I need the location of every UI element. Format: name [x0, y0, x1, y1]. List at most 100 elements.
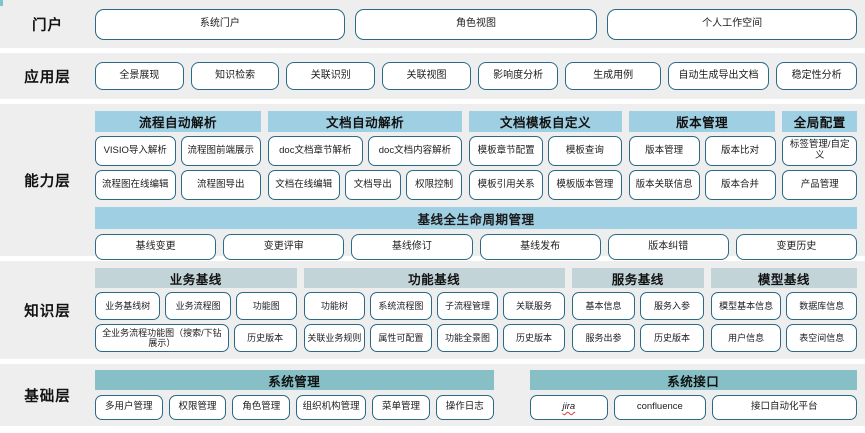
layer-body-application: 全景展现知识检索关联识别关联视图影响度分析生成用例自动生成导出文档稳定性分析	[95, 62, 865, 90]
capability-group-全局配置: 全局配置标签管理/自定义产品管理	[782, 111, 858, 200]
capability-item-row: 文档在线编辑文档导出权限控制	[268, 170, 463, 200]
layer-body-portal: 系统门户 角色视图 个人工作空间	[95, 8, 865, 40]
base-item-操作日志[interactable]: 操作日志	[435, 395, 494, 420]
layer-band-knowledge: 知识层 业务基线业务基线树业务流程图功能图全业务流程功能图（搜索/下钻展示）历史…	[0, 261, 865, 359]
capability-item-模板章节配置[interactable]: 模板章节配置	[469, 136, 543, 166]
application-item-自动生成导出文档[interactable]: 自动生成导出文档	[667, 62, 770, 90]
knowledge-group-title: 服务基线	[571, 268, 704, 288]
capability-item-row: 模板章节配置模板查询	[469, 136, 622, 166]
capability-item-row: 产品管理	[782, 170, 858, 200]
application-item-关联识别[interactable]: 关联识别	[286, 62, 376, 90]
base-item-多用户管理[interactable]: 多用户管理	[95, 395, 163, 420]
knowledge-item-服务入参[interactable]: 服务入参	[640, 292, 704, 320]
layer-band-portal: 门户 系统门户 角色视图 个人工作空间	[0, 0, 865, 48]
capability-item-模板查询[interactable]: 模板查询	[547, 136, 622, 166]
capability-item-流程图导出[interactable]: 流程图导出	[180, 170, 261, 200]
knowledge-item-系统流程图[interactable]: 系统流程图	[370, 292, 432, 320]
knowledge-item-全业务流程功能图-搜索-下钻展示-[interactable]: 全业务流程功能图（搜索/下钻展示）	[95, 324, 229, 352]
capability-item-doc文档内容解析[interactable]: doc文档内容解析	[367, 136, 463, 166]
application-item-全景展现[interactable]: 全景展现	[95, 62, 184, 90]
capability-item-row: VISIO导入解析流程图前端展示	[95, 136, 261, 166]
capability-item-产品管理[interactable]: 产品管理	[782, 170, 858, 200]
capability-item-文档导出[interactable]: 文档导出	[344, 170, 401, 200]
knowledge-item-历史版本[interactable]: 历史版本	[503, 324, 565, 352]
baseline-lifecycle-item-基线发布[interactable]: 基线发布	[479, 234, 601, 260]
capability-group-title: 版本管理	[628, 111, 776, 132]
application-item-影响度分析[interactable]: 影响度分析	[477, 62, 559, 90]
knowledge-item-用户信息[interactable]: 用户信息	[710, 324, 782, 352]
knowledge-item-row: 功能树系统流程图子流程管理关联服务	[303, 292, 565, 320]
baseline-lifecycle-item-变更评审[interactable]: 变更评审	[223, 234, 345, 260]
application-item-关联视图[interactable]: 关联视图	[382, 62, 471, 90]
capability-item-版本关联信息[interactable]: 版本关联信息	[628, 170, 700, 200]
knowledge-item-业务基线树[interactable]: 业务基线树	[95, 292, 161, 320]
knowledge-item-功能全景图[interactable]: 功能全景图	[436, 324, 499, 352]
base-item-接口自动化平台[interactable]: 接口自动化平台	[711, 395, 857, 420]
base-item-row: 多用户管理权限管理角色管理组织机构管理菜单管理操作日志	[95, 395, 494, 420]
knowledge-item-关联服务[interactable]: 关联服务	[503, 292, 565, 320]
capability-item-权限控制[interactable]: 权限控制	[405, 170, 463, 200]
knowledge-item-关联业务规则[interactable]: 关联业务规则	[303, 324, 366, 352]
knowledge-item-模型基本信息[interactable]: 模型基本信息	[710, 292, 782, 320]
portal-item-system-portal[interactable]: 系统门户	[95, 8, 345, 40]
baseline-lifecycle-item-基线修订[interactable]: 基线修订	[351, 234, 473, 260]
knowledge-item-row: 服务出参历史版本	[571, 324, 704, 352]
base-item-菜单管理[interactable]: 菜单管理	[372, 395, 430, 420]
knowledge-item-表空间信息[interactable]: 表空间信息	[786, 324, 858, 352]
portal-item-role-view[interactable]: 角色视图	[354, 8, 598, 40]
knowledge-item-row: 业务基线树业务流程图功能图	[95, 292, 297, 320]
capability-item-模板引用关系[interactable]: 模板引用关系	[469, 170, 543, 200]
capability-item-版本管理[interactable]: 版本管理	[628, 136, 700, 166]
baseline-lifecycle-item-基线变更[interactable]: 基线变更	[95, 234, 217, 260]
base-item-角色管理[interactable]: 角色管理	[232, 395, 291, 420]
knowledge-group-功能基线: 功能基线功能树系统流程图子流程管理关联服务关联业务规则属性可配置功能全景图历史版…	[303, 268, 565, 352]
knowledge-item-业务流程图[interactable]: 业务流程图	[165, 292, 231, 320]
capability-item-row: 流程图在线编辑流程图导出	[95, 170, 261, 200]
capability-item-文档在线编辑[interactable]: 文档在线编辑	[268, 170, 340, 200]
knowledge-item-数据库信息[interactable]: 数据库信息	[786, 292, 858, 320]
knowledge-group-title: 模型基线	[710, 268, 858, 288]
capability-item-流程图在线编辑[interactable]: 流程图在线编辑	[95, 170, 176, 200]
knowledge-item-子流程管理[interactable]: 子流程管理	[436, 292, 499, 320]
application-item-生成用例[interactable]: 生成用例	[565, 62, 661, 90]
capability-item-版本合并[interactable]: 版本合并	[704, 170, 776, 200]
baseline-lifecycle-item-版本纠错[interactable]: 版本纠错	[607, 234, 729, 260]
capability-item-模板版本管理[interactable]: 模板版本管理	[547, 170, 622, 200]
capability-item-VISIO导入解析[interactable]: VISIO导入解析	[95, 136, 176, 166]
capability-item-标签管理-自定义[interactable]: 标签管理/自定义	[782, 136, 858, 166]
application-item-知识检索[interactable]: 知识检索	[190, 62, 280, 90]
knowledge-group-业务基线: 业务基线业务基线树业务流程图功能图全业务流程功能图（搜索/下钻展示）历史版本	[95, 268, 297, 352]
portal-item-row: 系统门户 角色视图 个人工作空间	[95, 8, 857, 40]
corner-accent-marker	[0, 0, 3, 6]
capability-item-版本比对[interactable]: 版本比对	[704, 136, 776, 166]
knowledge-item-row: 用户信息表空间信息	[710, 324, 858, 352]
baseline-lifecycle-item-变更历史[interactable]: 变更历史	[735, 234, 858, 260]
capability-item-流程图前端展示[interactable]: 流程图前端展示	[180, 136, 261, 166]
application-item-稳定性分析[interactable]: 稳定性分析	[776, 62, 857, 90]
base-group-系统管理: 系统管理多用户管理权限管理角色管理组织机构管理菜单管理操作日志	[95, 370, 494, 420]
knowledge-item-属性可配置[interactable]: 属性可配置	[370, 324, 432, 352]
portal-item-personal-workspace[interactable]: 个人工作空间	[607, 8, 857, 40]
capability-group-title: 文档模板自定义	[469, 111, 622, 132]
misspelled-text: jira	[562, 401, 576, 413]
baseline-lifecycle-item-row: 基线变更变更评审基线修订基线发布版本纠错变更历史	[95, 234, 858, 260]
base-item-组织机构管理[interactable]: 组织机构管理	[296, 395, 367, 420]
knowledge-item-基本信息[interactable]: 基本信息	[571, 292, 636, 320]
knowledge-item-功能图[interactable]: 功能图	[235, 292, 297, 320]
capability-item-doc文档章节解析[interactable]: doc文档章节解析	[268, 136, 363, 166]
baseline-lifecycle-title: 基线全生命周期管理	[95, 207, 857, 229]
base-item-jira[interactable]: jira	[529, 395, 609, 420]
capability-item-row: 模板引用关系模板版本管理	[469, 170, 622, 200]
knowledge-item-功能树[interactable]: 功能树	[303, 292, 366, 320]
base-item-confluence[interactable]: confluence	[614, 395, 706, 420]
base-item-权限管理[interactable]: 权限管理	[168, 395, 227, 420]
knowledge-item-服务出参[interactable]: 服务出参	[571, 324, 636, 352]
knowledge-item-历史版本[interactable]: 历史版本	[233, 324, 297, 352]
knowledge-item-历史版本[interactable]: 历史版本	[640, 324, 704, 352]
